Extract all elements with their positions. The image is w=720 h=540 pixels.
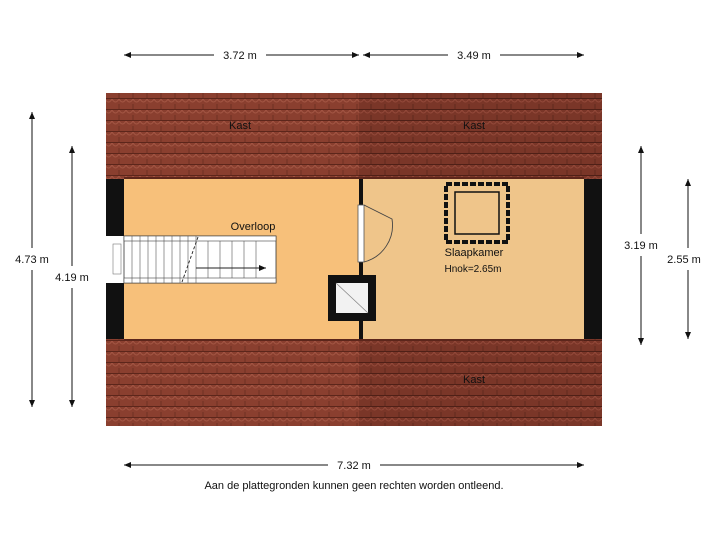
dimension-label-outer-right: 2.55 m — [667, 254, 701, 266]
knee-wall-right — [584, 179, 602, 339]
wall-divider-top — [359, 179, 363, 205]
dimension-bottom: 7.32 m — [124, 460, 584, 472]
roof-bottom-right — [359, 339, 602, 426]
room-label-slaapkamer-hnok: Hnok=2.65m — [445, 264, 502, 275]
door-frame — [357, 204, 365, 263]
dimension-label-inner-right: 3.19 m — [624, 240, 658, 252]
dimension-outer-left: 4.73 m — [15, 112, 49, 407]
dimension-top-left: 3.72 m — [124, 50, 359, 62]
door-swing — [363, 204, 393, 263]
dimension-label-outer-left: 4.73 m — [15, 254, 49, 266]
room-label-kast-top-right: Kast — [463, 120, 485, 132]
disclaimer-text: Aan de plattegronden kunnen geen rechten… — [204, 480, 503, 492]
room-label-kast-bottom-right: Kast — [463, 374, 485, 386]
slaapkamer-floor — [363, 179, 584, 339]
dimension-label-top-left: 3.72 m — [223, 50, 257, 62]
chimney-shaft — [328, 275, 376, 321]
dimension-outer-right: 2.55 m — [667, 179, 701, 339]
roof-top-right — [359, 93, 602, 179]
skylight — [444, 182, 510, 244]
roof-bottom-left — [106, 339, 359, 426]
knee-wall-left-bottom — [106, 283, 124, 339]
room-label-overloop: Overloop — [231, 221, 276, 233]
room-label-kast-top-left: Kast — [229, 120, 251, 132]
staircase — [112, 235, 277, 284]
dimension-inner-left: 4.19 m — [55, 146, 89, 407]
dimension-top-right: 3.49 m — [363, 50, 584, 62]
knee-wall-left-top — [106, 179, 124, 236]
dimension-inner-right: 3.19 m — [624, 146, 658, 345]
dimension-label-bottom: 7.32 m — [337, 460, 371, 472]
roof-top-left — [106, 93, 359, 179]
room-label-slaapkamer: Slaapkamer — [445, 247, 504, 259]
floor-edge-bottom — [124, 339, 584, 341]
floor-edge-top — [124, 177, 584, 179]
dimension-label-inner-left: 4.19 m — [55, 272, 89, 284]
dimension-label-top-right: 3.49 m — [457, 50, 491, 62]
